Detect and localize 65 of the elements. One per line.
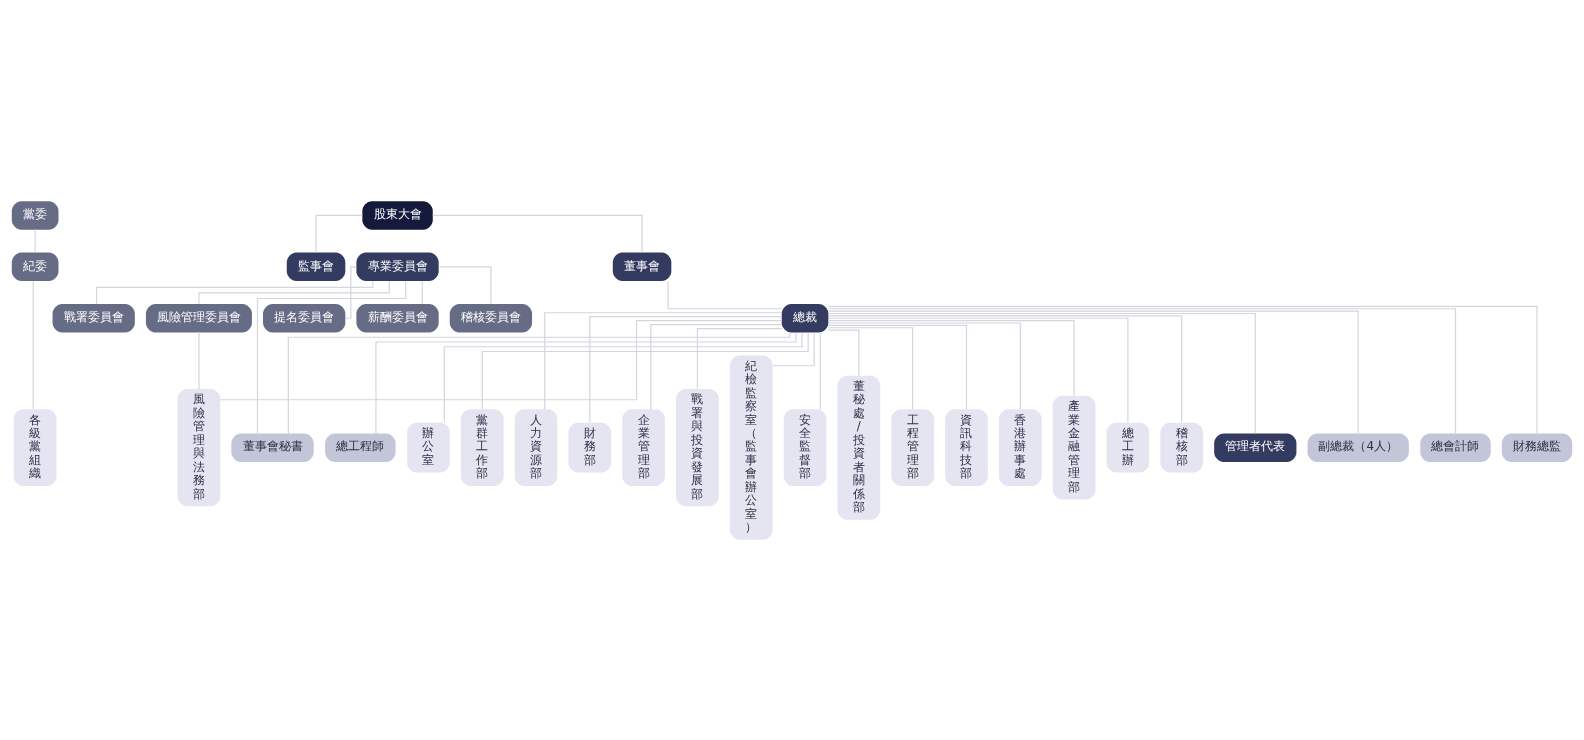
node-box: 企業管理部 — [622, 408, 665, 486]
node-box: 專業委員會 — [356, 252, 439, 281]
node-box: 產業金融管理部 — [1052, 395, 1096, 499]
connector — [32, 280, 34, 410]
connector — [772, 331, 815, 366]
connector — [438, 265, 492, 305]
connector — [219, 319, 783, 400]
connector — [481, 331, 809, 410]
connector — [344, 265, 357, 319]
connector — [828, 314, 1183, 423]
connector — [443, 331, 803, 423]
node-box: 工程管理部 — [891, 408, 935, 486]
node-box: 風險管理與法務部 — [177, 388, 221, 506]
connector — [696, 327, 783, 389]
node-box: 提名委員會 — [263, 303, 346, 332]
node-box: 董秘處/投資者關係部 — [837, 375, 881, 520]
node-box: 董事會秘書 — [231, 432, 314, 462]
node-box: 安全監督部 — [783, 408, 827, 486]
node-box: 戰署與投資發展部 — [676, 388, 719, 506]
connector — [827, 324, 968, 410]
node-box: 黨群工作部 — [460, 408, 504, 486]
node-box: 總裁 — [781, 303, 829, 332]
connector — [544, 311, 783, 410]
node-box: 辦公室 — [407, 422, 450, 473]
connector — [315, 214, 363, 253]
connector — [667, 280, 783, 309]
node-box: 薪酬委員會 — [356, 303, 439, 332]
connector — [650, 323, 783, 410]
node-box: 稽核部 — [1160, 422, 1204, 473]
connector — [827, 329, 860, 376]
node-box: 黨委 — [11, 200, 59, 230]
node-box: 管理者代表 — [1214, 432, 1297, 462]
node-box: 副總裁（4人） — [1307, 432, 1409, 462]
connector — [827, 310, 1359, 434]
connector — [819, 331, 821, 410]
connector — [96, 280, 374, 305]
connector — [256, 280, 407, 434]
node-box: 戰署委員會 — [52, 303, 135, 332]
node-box: 紀檢監察室（監事會辦公室） — [729, 354, 773, 540]
connector — [827, 317, 1129, 423]
node-box: 財務總監 — [1501, 432, 1573, 462]
node-box: 資訊科技部 — [945, 408, 988, 486]
node-box: 人力資源部 — [514, 408, 558, 486]
connector — [828, 312, 1256, 434]
node-box: 風險管理委員會 — [145, 303, 252, 332]
connector — [827, 326, 914, 410]
node-box: 財務部 — [568, 422, 612, 473]
node-box: 總工程師 — [325, 432, 396, 462]
connector — [375, 331, 797, 434]
node-box: 香港辦事處 — [998, 408, 1042, 486]
connector — [827, 321, 1021, 410]
connector — [589, 315, 783, 423]
node-box: 紀委 — [11, 252, 59, 281]
connector — [287, 331, 791, 434]
node-box: 總會計師 — [1420, 432, 1491, 462]
node-box: 監事會 — [286, 252, 346, 281]
node-box: 董事會 — [612, 252, 672, 281]
connector — [432, 214, 643, 253]
connector — [827, 319, 1075, 396]
node-box: 各級黨組織 — [13, 408, 57, 486]
node-box: 股東大會 — [362, 200, 433, 230]
connector — [421, 280, 423, 305]
node-box: 總工辦 — [1106, 422, 1150, 473]
node-box: 稽核委員會 — [449, 303, 533, 332]
connector — [198, 280, 390, 304]
